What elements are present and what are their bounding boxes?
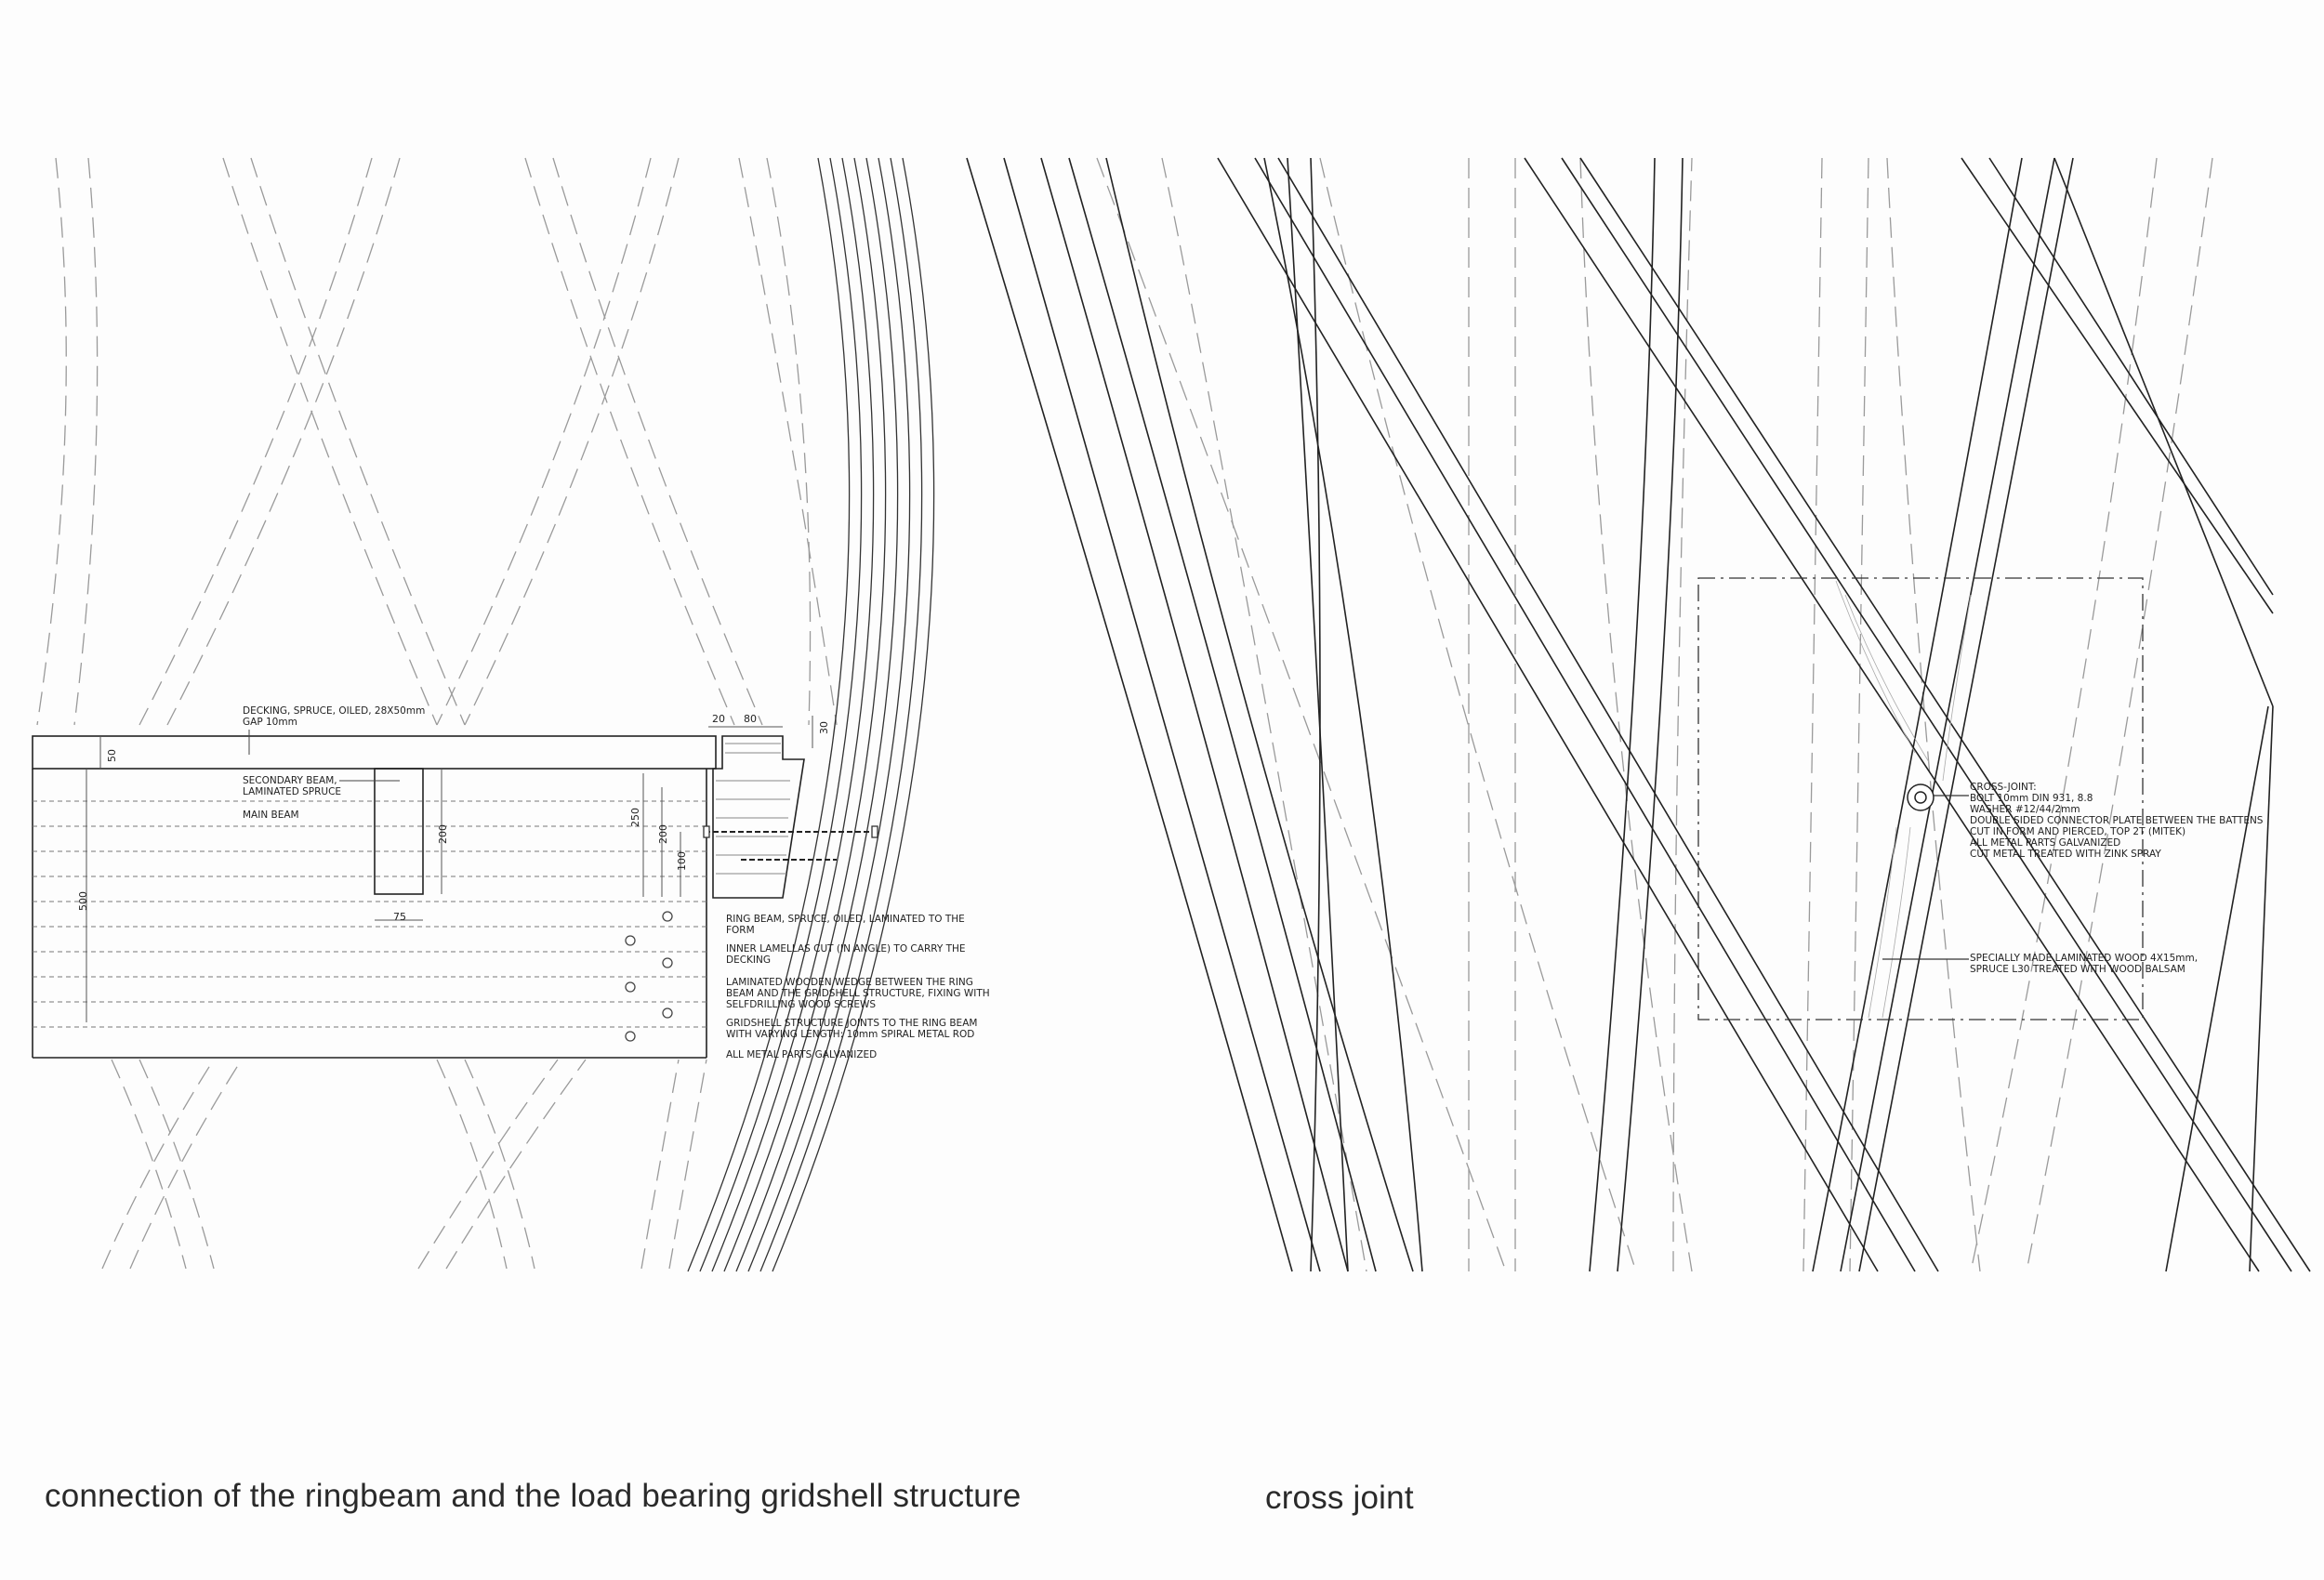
dim-75: 75: [393, 911, 406, 923]
wedge-note-line-2: BEAM AND THE GRIDSHELL STRUCTURE, FIXING…: [726, 988, 990, 999]
cross-joint-dashed-lattice: [1096, 157, 2213, 1272]
decking-note-line-1: DECKING, SPRUCE, OILED, 28X50mm: [243, 705, 425, 717]
cross-joint-detail: CROSS-JOINT: BOLT 10mm DIN 931, 8.8 WASH…: [966, 157, 2311, 1272]
dim-80: 80: [744, 713, 757, 725]
galvanized-note: ALL METAL PARTS GALVANIZED: [726, 1049, 877, 1060]
dim-50: 50: [106, 749, 118, 762]
laminated-wood-note-line-1: SPECIALLY MADE LAMINATED WOOD 4X15mm,: [1970, 953, 2198, 964]
secondary-beam: [374, 768, 424, 895]
lamellas-note-line-2: DECKING: [726, 955, 771, 966]
cross-joint-note-line-1: CROSS-JOINT:: [1970, 782, 2037, 793]
rod-end-marks: [703, 825, 878, 838]
dim-200-right: 200: [657, 824, 669, 844]
dim-20: 20: [712, 713, 725, 725]
caption-cross-joint: cross joint: [1265, 1480, 1414, 1516]
main-beam-lamellas: [33, 800, 706, 1028]
decking-board: [32, 735, 717, 770]
screw-heads: [625, 911, 673, 1042]
main-beam-note: MAIN BEAM: [243, 810, 299, 821]
cross-joint-note-line-6: ALL METAL PARTS GALVANIZED: [1970, 837, 2120, 849]
dimension-lines: [86, 716, 813, 1022]
secondary-beam-note-line-1: SECONDARY BEAM,: [243, 775, 337, 786]
ring-beam-curve: [687, 157, 935, 1272]
spiral-metal-rods: [705, 831, 878, 861]
gridshell-note-line-2: WITH VARYING LENGTH: 10mm SPIRAL METAL R…: [726, 1029, 974, 1040]
lamellas-note-line-1: INNER LAMELLAS CUT (IN ANGLE) TO CARRY T…: [726, 943, 966, 955]
ringbeam-connection-detail: 50 500 200 75 20 80 30 250 200 100 DECKI…: [32, 157, 990, 1272]
laminated-wood-note-line-2: SPRUCE L30 TREATED WITH WOOD BALSAM: [1970, 964, 2185, 975]
dim-100: 100: [676, 851, 688, 871]
cross-joint-note-line-5: CUT IN FORM AND PIERCED, TOP 2T (MITEK): [1970, 826, 2185, 837]
wood-grain-texture: [1835, 580, 1972, 1019]
cross-joint-note-line-4: DOUBLE SIDED CONNECTOR PLATE BETWEEN THE…: [1970, 815, 2264, 826]
decking-note-line-2: GAP 10mm: [243, 717, 297, 728]
wedge-note-line-1: LAMINATED WOODEN WEDGE BETWEEN THE RING: [726, 977, 973, 988]
cross-joint-note-line-7: CUT METAL TREATED WITH ZINK SPRAY: [1970, 849, 2161, 860]
cross-joint-note-line-2: BOLT 10mm DIN 931, 8.8: [1970, 793, 2093, 804]
gridshell-note-line-1: GRIDSHELL STRUCTURE JOINTS TO THE RING B…: [726, 1018, 977, 1029]
cross-joint-detail-frame: [1697, 577, 2144, 1020]
deck-section: [32, 735, 717, 1059]
wedge-note-line-3: SELFDRILLING WOOD SCREWS: [726, 999, 876, 1010]
dim-30: 30: [818, 721, 830, 734]
dim-500: 500: [77, 891, 89, 911]
ringbeam-note-line-1: RING BEAM, SPRUCE, OILED, LAMINATED TO T…: [726, 914, 965, 925]
ringbeam-note-line-2: FORM: [726, 925, 755, 936]
ring-beam-block: [712, 735, 805, 899]
gridshell-lattice-background: [36, 157, 838, 1270]
cross-joint-note-line-3: WASHER #12/44/2mm: [1970, 804, 2080, 815]
bolt-icon: [1907, 783, 1934, 811]
dim-250: 250: [629, 808, 641, 827]
caption-ringbeam-connection: connection of the ringbeam and the load …: [45, 1478, 1022, 1514]
dim-200-left: 200: [437, 824, 449, 844]
cross-joint-battens: [966, 157, 2311, 1272]
secondary-beam-note-line-2: LAMINATED SPRUCE: [243, 786, 341, 797]
